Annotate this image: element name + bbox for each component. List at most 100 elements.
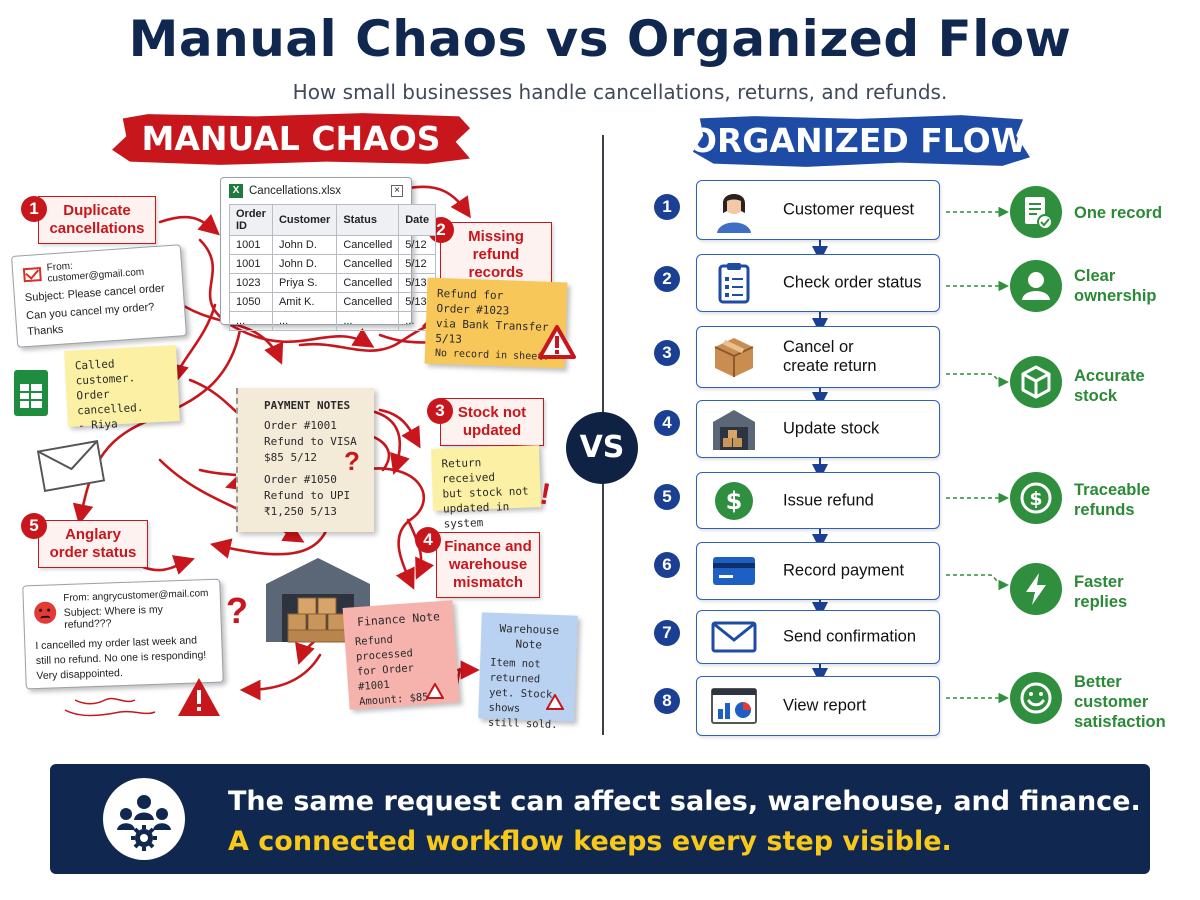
excel-icon: X [229, 184, 243, 198]
step-customer-request[interactable]: Customer request [696, 180, 940, 240]
sticky-line: Return received [441, 456, 496, 486]
clipboard-icon [711, 260, 757, 306]
benefit-label: Traceable refunds [1074, 481, 1151, 519]
cell: 1050 [229, 292, 273, 312]
credit-card-icon [711, 548, 757, 594]
envelope-icon [36, 439, 106, 493]
note-line: Refund to UPI [264, 489, 351, 502]
sticky-line: Order cancelled. [76, 387, 144, 418]
finance-note-title: Finance Note [356, 609, 441, 629]
email-from: From: angrycustomer@mail.com [63, 587, 209, 605]
svg-text:$: $ [1029, 488, 1042, 510]
cell: Cancelled [336, 273, 400, 293]
problem-label-finance-mismatch: Finance and warehouse mismatch [436, 532, 540, 598]
cell: ... [229, 311, 273, 331]
problem-number-3: 3 [427, 398, 453, 424]
svg-text:$: $ [726, 487, 743, 515]
cell: 5/12 [398, 235, 437, 255]
step-cancel-or-return[interactable]: Cancel or create return [696, 326, 940, 388]
question-mark-large: ? [226, 590, 248, 631]
note-line: still sold. [487, 716, 558, 732]
step-label: Record payment [783, 561, 905, 580]
sticky-called-customer: Called customer. Order cancelled. - Riya [64, 345, 180, 432]
column-header: Customer [271, 204, 338, 236]
page-title: Manual Chaos vs Organized Flow [128, 10, 1072, 68]
box-icon [1010, 356, 1062, 408]
table-row: 1001 John D. Cancelled 5/12 [229, 254, 437, 274]
step-label: Update stock [783, 419, 880, 438]
step-number-8: 8 [654, 688, 680, 714]
lightning-icon [1010, 563, 1062, 615]
sticky-line: but stock not [442, 484, 529, 501]
problem-text: Finance and warehouse mismatch [444, 538, 532, 591]
step-update-stock[interactable]: Update stock [696, 400, 940, 458]
step-number-6: 6 [654, 552, 680, 578]
warehouse-note-title: Warehouse Note [499, 621, 560, 652]
cell: Cancelled [336, 254, 400, 274]
benefit-label: Faster replies [1074, 573, 1128, 611]
problem-number-1: 1 [21, 196, 47, 222]
step-number-3: 3 [654, 340, 680, 366]
problem-text: Missing refund records [468, 228, 524, 281]
table-row: 1050 Amit K. Cancelled 5/13 [229, 292, 437, 312]
cell: 1001 [229, 235, 273, 255]
table-row: 1023 Priya S. Cancelled 5/13 [229, 273, 437, 293]
vs-badge: VS [566, 412, 638, 484]
package-icon [711, 334, 757, 380]
problem-label-duplicate: Duplicate cancellations [38, 196, 156, 244]
step-check-order-status[interactable]: Check order status [696, 254, 940, 312]
spreadsheet-filename: Cancellations.xlsx [249, 185, 342, 197]
note-line: Order #1001 [264, 419, 337, 432]
organized-flow-heading: ORGANIZED FLOW [692, 115, 1030, 167]
page-subtitle: How small businesses handle cancellation… [292, 80, 948, 104]
team-gear-icon [103, 778, 185, 860]
problem-text: Stock not updated [457, 404, 527, 439]
warning-icon-small [425, 681, 445, 699]
step-label: Customer request [783, 200, 915, 219]
cell: Cancelled [336, 292, 400, 312]
cell: John D. [271, 254, 338, 274]
step-label: Send confirmation [783, 627, 916, 646]
step-send-confirmation[interactable]: Send confirmation [696, 610, 940, 664]
sticky-line: updated in system [442, 500, 510, 531]
column-header: Status [336, 204, 400, 236]
step-label: Issue refund [783, 491, 874, 509]
step-number-1: 1 [654, 194, 680, 220]
problem-text: Duplicate cancellations [49, 202, 145, 237]
cell: Cancelled [336, 235, 400, 255]
email-subject: Subject: Where is my refund??? [63, 603, 164, 632]
problem-number-4: 4 [415, 527, 441, 553]
step-issue-refund[interactable]: $ Issue refund [696, 472, 940, 529]
spreadsheet-table: Order ID Customer Status Date 1001 John … [229, 204, 437, 331]
step-number-5: 5 [654, 484, 680, 510]
cell: ... [336, 311, 400, 331]
close-icon[interactable]: × [391, 185, 403, 197]
warehouse-icon [711, 406, 757, 452]
step-record-payment[interactable]: Record payment [696, 542, 940, 600]
warning-icon [538, 325, 576, 359]
benefit-label: One record [1074, 204, 1163, 222]
problem-label-order-status: Anglary order status [38, 520, 148, 568]
question-mark: ? [344, 446, 360, 476]
angry-email-card: From: angrycustomer@mail.com Subject: Wh… [22, 578, 224, 690]
manual-chaos-heading: MANUAL CHAOS [112, 113, 470, 165]
payment-notes-title: PAYMENT NOTES [264, 399, 351, 412]
benefit-label: Clear ownership [1074, 267, 1157, 305]
cell: ... [271, 311, 338, 331]
customer-email-card: From: customer@gmail.com Subject: Please… [10, 244, 188, 348]
cell: Amit K. [271, 292, 338, 312]
google-sheets-icon [14, 370, 48, 416]
envelope-icon [711, 614, 757, 660]
bottom-banner: The same request can affect sales, wareh… [50, 764, 1150, 874]
cell: 1023 [229, 273, 273, 293]
step-label: Check order status [783, 273, 922, 292]
note-line: ₹1,250 5/13 [264, 505, 337, 518]
step-view-report[interactable]: View report [696, 676, 940, 736]
table-row: 1001 John D. Cancelled 5/12 [229, 235, 437, 255]
dollar-coin-icon: $ [1010, 472, 1062, 524]
warning-icon-large [176, 676, 222, 718]
payment-notes-paper: PAYMENT NOTES Order #1001 Refund to VISA… [236, 388, 374, 532]
cell: 1001 [229, 254, 273, 274]
problem-text: Anglary order status [49, 526, 137, 561]
step-number-7: 7 [654, 620, 680, 646]
